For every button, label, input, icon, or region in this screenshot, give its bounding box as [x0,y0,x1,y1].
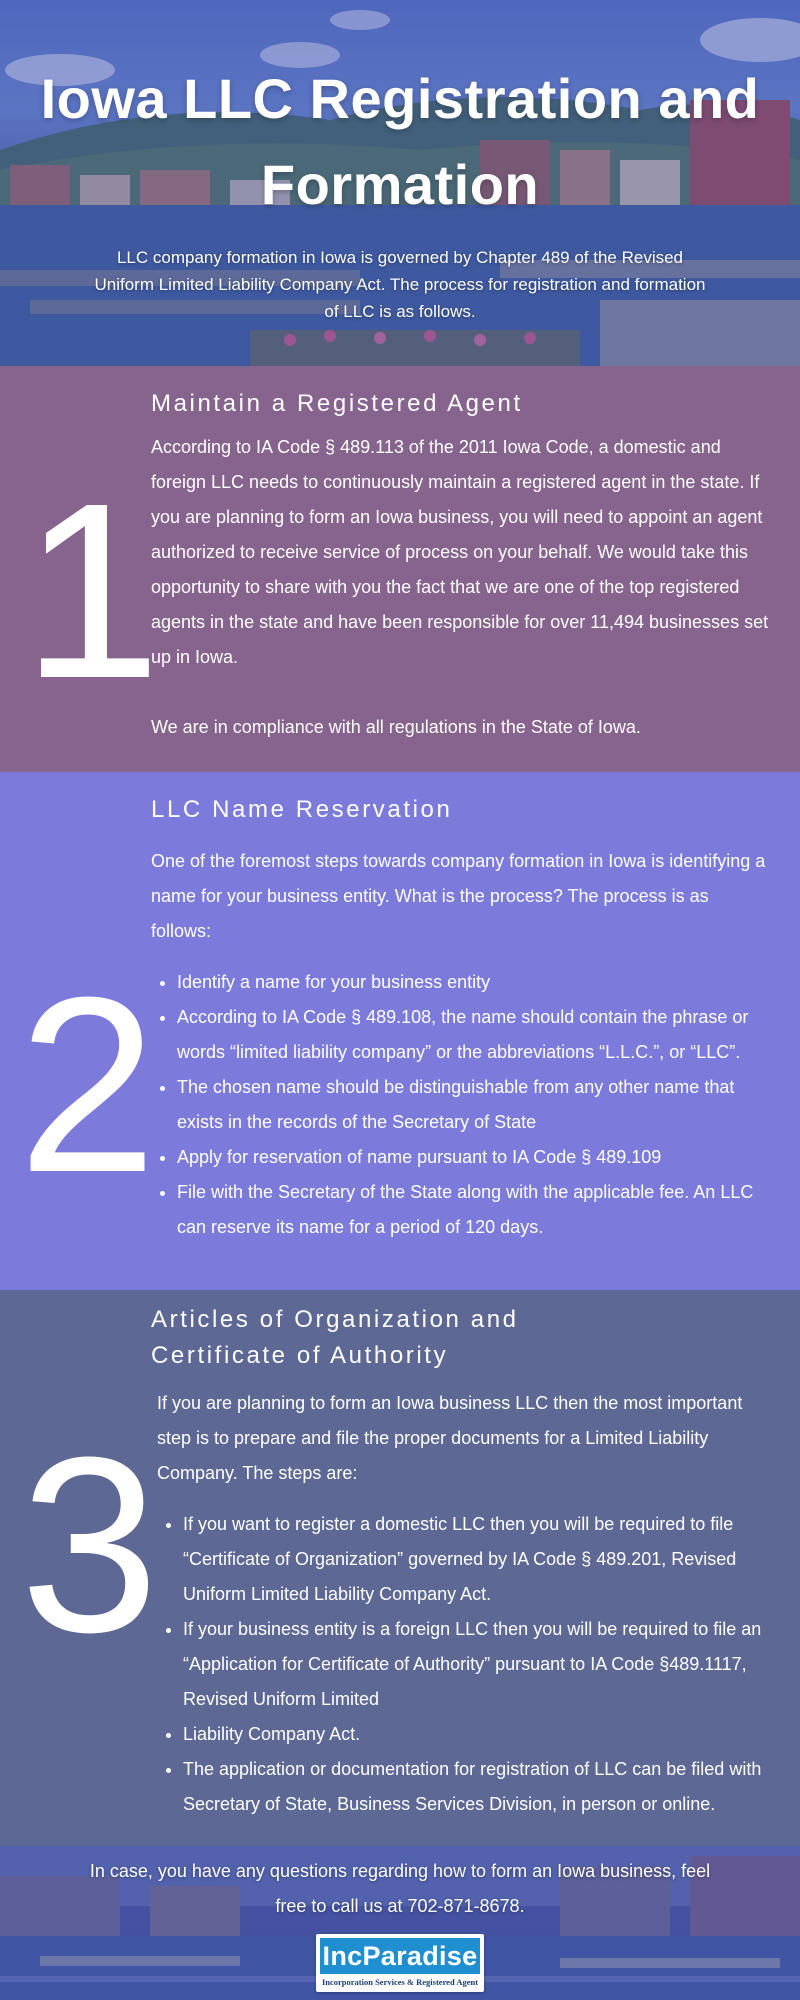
bullet-list: Identify a name for your business entity… [151,965,771,1245]
section-heading: LLC Name Reservation [151,796,453,823]
incparadise-logo: IncParadise Incorporation Services & Reg… [316,1934,484,1992]
list-item: File with the Secretary of the State alo… [177,1175,771,1245]
contact-text: In case, you have any questions regardin… [89,1861,711,1916]
section-heading: Articles of Organization and Certificate… [151,1302,671,1374]
header-overlay [0,0,800,366]
section-body: One of the foremost steps towards compan… [151,844,771,1245]
section-body: According to IA Code § 489.113 of the 20… [151,430,771,745]
compliance-note: We are in compliance with all regulation… [151,717,641,737]
step-number: 2 [18,945,158,1224]
paragraph: One of the foremost steps towards compan… [151,851,766,941]
section-articles-of-organization: 3 Articles of Organization and Certifica… [0,1290,800,1846]
list-item: Liability Company Act. [183,1717,779,1752]
list-item: If you want to register a domestic LLC t… [183,1507,779,1612]
list-item: If your business entity is a foreign LLC… [183,1612,779,1717]
section-body: If you are planning to form an Iowa busi… [157,1386,779,1822]
paragraph: According to IA Code § 489.113 of the 20… [151,437,769,667]
paragraph: If you are planning to form an Iowa busi… [157,1393,743,1483]
list-item: According to IA Code § 489.108, the name… [177,1000,771,1070]
section-registered-agent: 1 Maintain a Registered Agent According … [0,366,800,772]
section-heading: Maintain a Registered Agent [151,390,523,417]
logo-tagline: Incorporation Services & Registered Agen… [321,1977,479,1987]
list-item: The chosen name should be distinguishabl… [177,1070,771,1140]
step-number: 3 [20,1405,160,1684]
section-heading-line: Articles of Organization and [151,1306,519,1333]
header-banner: Iowa LLC Registration and Formation LLC … [0,0,800,366]
list-item: Apply for reservation of name pursuant t… [177,1140,771,1175]
list-item: Identify a name for your business entity [177,965,771,1000]
section-heading-line: Certificate of Authority [151,1342,449,1369]
logo-wordmark: IncParadise [320,1938,480,1974]
page-title: Iowa LLC Registration and Formation [40,67,760,216]
step-number: 1 [22,451,162,730]
intro-text: LLC company formation in Iowa is governe… [94,248,706,321]
list-item: The application or documentation for reg… [183,1752,779,1822]
footer-banner: In case, you have any questions regardin… [0,1846,800,2000]
section-name-reservation: 2 LLC Name Reservation One of the foremo… [0,772,800,1290]
riverfront-town-background [0,10,800,366]
bullet-list: If you want to register a domestic LLC t… [157,1507,779,1822]
